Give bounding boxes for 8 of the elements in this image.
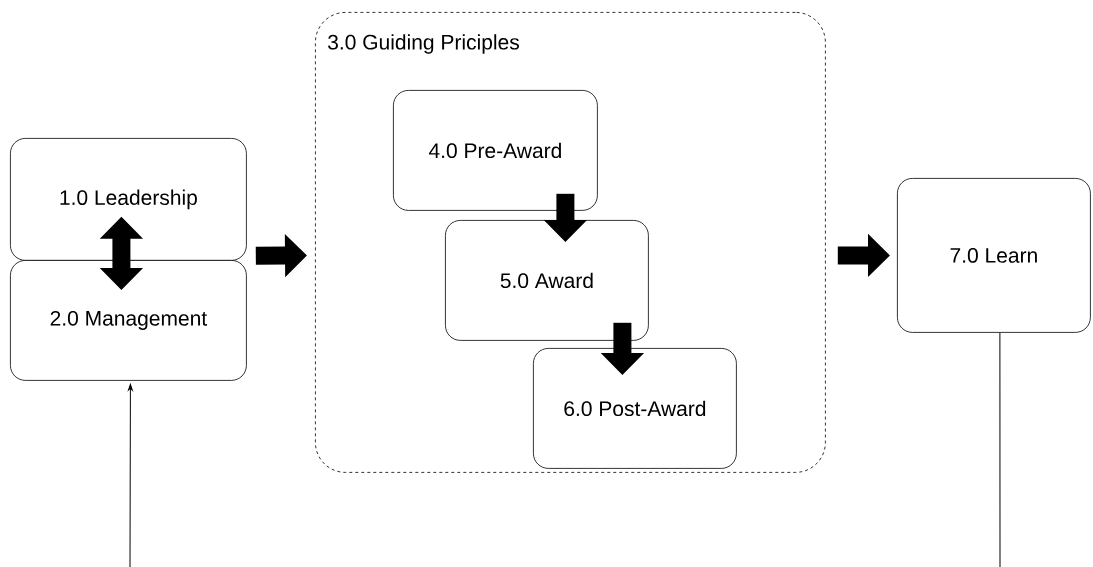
arrow <box>128 383 133 567</box>
process-box: 2.0 Management <box>10 260 247 381</box>
connector-line <box>999 332 1001 567</box>
process-box: 7.0 Learn <box>897 178 1091 333</box>
process-box: 4.0 Pre-Award <box>393 90 598 211</box>
process-box: 5.0 Award <box>445 220 649 341</box>
process-box: 1.0 Leadership <box>10 138 247 261</box>
process-box: 6.0 Post-Award <box>533 348 737 469</box>
